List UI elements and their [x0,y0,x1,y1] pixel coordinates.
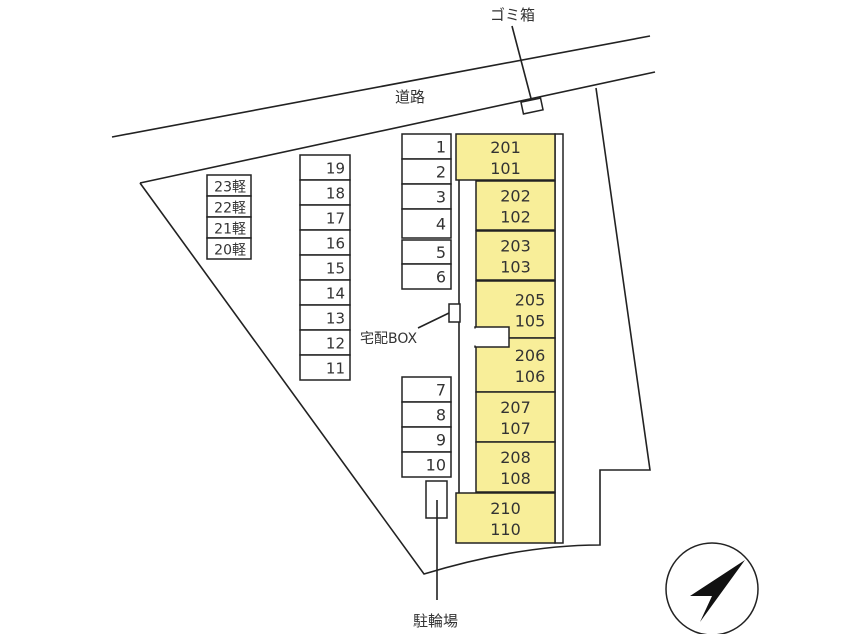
unit-upper-number: 201 [490,138,521,157]
parking-space-label: 10 [426,456,446,475]
parking-space-9[interactable]: 9 [401,426,452,453]
parking-space-label: 20軽 [214,243,246,259]
delivery-box [448,303,461,323]
parking-space-2[interactable]: 2 [401,158,452,185]
parking-space-17[interactable]: 17 [299,204,351,231]
site-boundary [139,87,651,575]
parking-space-15[interactable]: 15 [299,254,351,281]
unit-upper-number: 208 [500,448,531,467]
parking-space-label: 13 [326,310,345,328]
unit-lower-number: 105 [515,312,546,331]
building-notch [474,326,510,348]
parking-space-label: 8 [436,406,446,425]
parking-space-22軽[interactable]: 22軽 [206,195,252,218]
parking-space-label: 15 [326,260,345,278]
parking-space-label: 2 [436,163,446,182]
unit-upper-number: 202 [500,187,531,206]
parking-space-4[interactable]: 4 [401,208,452,239]
parking-space-16[interactable]: 16 [299,229,351,256]
road-label: 道路 [395,88,425,106]
parking-space-label: 12 [326,335,345,353]
north-arrow-icon [665,542,759,634]
unit-upper-number: 207 [500,398,531,417]
parking-areas: 1234567891019181716151413121123軽22軽21軽20… [206,133,452,478]
bicycle-parking-label: 駐輪場 [413,612,458,630]
unit-upper-number: 205 [515,291,546,310]
parking-space-label: 19 [326,160,345,178]
road-edge-lower [139,71,656,184]
parking-space-8[interactable]: 8 [401,401,452,428]
parking-space-label: 4 [436,215,446,234]
garbage-label: ゴミ箱 [490,6,535,24]
parking-space-label: 23軽 [214,180,246,196]
parking-space-label: 6 [436,268,446,287]
parking-space-10[interactable]: 10 [401,451,452,478]
unit-upper-number: 203 [500,237,531,256]
road-edge-upper [111,35,651,138]
parking-space-label: 11 [326,360,345,378]
parking-space-label: 21軽 [214,222,246,238]
parking-space-5[interactable]: 5 [401,239,452,265]
parking-space-label: 3 [436,188,446,207]
parking-space-11[interactable]: 11 [299,354,351,381]
building: 2011012021022031032051052061062071072081… [455,133,564,544]
parking-space-7[interactable]: 7 [401,376,452,403]
parking-space-6[interactable]: 6 [401,263,452,290]
parking-space-label: 9 [436,431,446,450]
garbage-leader [511,25,534,107]
parking-space-13[interactable]: 13 [299,304,351,331]
unit-lower-number: 108 [500,469,531,488]
unit-lower-number: 103 [500,258,531,277]
parking-space-14[interactable]: 14 [299,279,351,306]
delivery-box-leader [417,312,450,329]
unit-lower-number: 101 [490,159,521,178]
parking-space-1[interactable]: 1 [401,133,452,160]
parking-space-label: 18 [326,185,345,203]
parking-space-18[interactable]: 18 [299,179,351,206]
building-side-strip [554,133,564,544]
parking-space-3[interactable]: 3 [401,183,452,210]
parking-space-label: 1 [436,138,446,157]
parking-space-19[interactable]: 19 [299,154,351,181]
parking-space-label: 7 [436,381,446,400]
unit-lower-number: 110 [490,520,521,539]
unit-lower-number: 102 [500,208,531,227]
parking-space-12[interactable]: 12 [299,329,351,356]
parking-space-label: 14 [326,285,345,303]
unit-lower-number: 107 [500,419,531,438]
parking-space-23軽[interactable]: 23軽 [206,174,252,197]
unit-lower-number: 106 [515,367,546,386]
parking-space-label: 22軽 [214,201,246,217]
unit-upper-number: 206 [515,346,546,365]
parking-space-21軽[interactable]: 21軽 [206,216,252,239]
parking-space-20軽[interactable]: 20軽 [206,237,252,260]
delivery-box-label: 宅配BOX [360,331,417,347]
parking-space-label: 16 [326,235,345,253]
unit-upper-number: 210 [490,499,521,518]
garbage-box [520,97,544,115]
parking-space-label: 5 [436,243,446,262]
parking-space-label: 17 [326,210,345,228]
